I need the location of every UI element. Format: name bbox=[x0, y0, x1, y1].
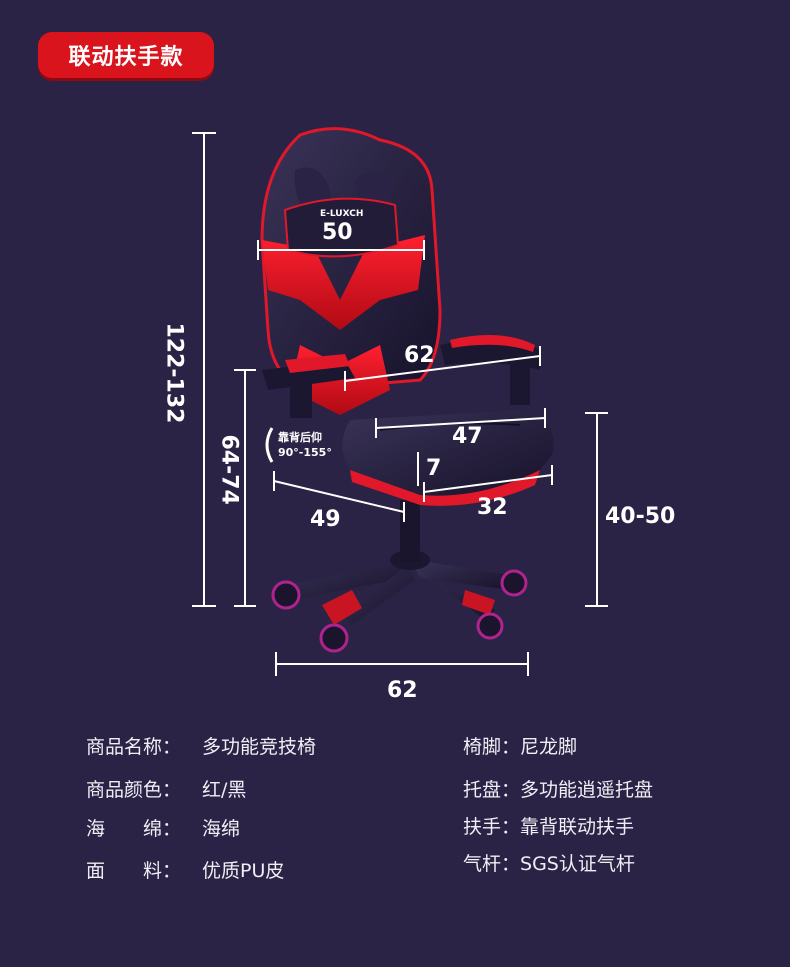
spec-gas-lift: 气杆：SGS认证气杆 bbox=[463, 849, 635, 876]
spec-label: 扶手： bbox=[463, 816, 521, 838]
armrest-height-label: 64-74 bbox=[216, 434, 242, 505]
spec-label: 商品名称： bbox=[86, 736, 182, 758]
chair-logo-text: E-LUXCH bbox=[320, 209, 363, 219]
spec-label: 椅脚： bbox=[463, 736, 521, 758]
style-badge: 联动扶手款 bbox=[38, 32, 214, 78]
spec-value: 红/黑 bbox=[202, 779, 247, 801]
seat-depth-left-label: 49 bbox=[310, 507, 341, 532]
spec-label: 商品颜色： bbox=[86, 779, 182, 801]
seat-width-label: 47 bbox=[452, 424, 483, 449]
spec-product-name: 商品名称： 多功能竞技椅 bbox=[86, 732, 316, 759]
spec-value: 多功能竞技椅 bbox=[202, 736, 317, 758]
spec-label: 海 绵： bbox=[86, 818, 182, 840]
spec-value: 海绵 bbox=[202, 818, 241, 840]
spec-sponge: 海 绵： 海绵 bbox=[86, 814, 240, 841]
spec-value: 靠背联动扶手 bbox=[520, 816, 635, 838]
spec-armrest: 扶手：靠背联动扶手 bbox=[463, 812, 634, 839]
total-height-label: 122-132 bbox=[161, 322, 187, 424]
spec-material: 面 料： 优质PU皮 bbox=[86, 856, 284, 883]
spec-label: 托盘： bbox=[463, 779, 521, 801]
spec-label: 面 料： bbox=[86, 860, 182, 882]
recline-note-range: 90°-155° bbox=[278, 446, 332, 459]
spec-value: 尼龙脚 bbox=[520, 736, 578, 758]
backrest-width-label: 50 bbox=[322, 220, 353, 245]
chair-armrests bbox=[262, 335, 540, 418]
chair-casters bbox=[271, 569, 528, 653]
recline-note: 靠背后仰 90°-155° bbox=[278, 430, 332, 460]
spec-chair-legs: 椅脚：尼龙脚 bbox=[463, 732, 577, 759]
spec-value: 优质PU皮 bbox=[202, 860, 285, 882]
spec-value: SGS认证气杆 bbox=[520, 853, 635, 875]
seat-thickness-label: 7 bbox=[426, 456, 442, 481]
seat-depth-right-label: 32 bbox=[477, 495, 508, 520]
spec-product-color: 商品颜色： 红/黑 bbox=[86, 775, 246, 802]
spec-label: 气杆： bbox=[463, 853, 521, 875]
style-badge-label: 联动扶手款 bbox=[68, 45, 184, 70]
base-width-label: 62 bbox=[387, 678, 418, 703]
recline-note-title: 靠背后仰 bbox=[278, 431, 322, 444]
seat-height-label: 40-50 bbox=[605, 504, 676, 529]
spec-value: 多功能逍遥托盘 bbox=[520, 779, 654, 801]
dimension-lines bbox=[192, 132, 608, 676]
spec-tray: 托盘：多功能逍遥托盘 bbox=[463, 775, 653, 802]
armrest-span-label: 62 bbox=[404, 343, 435, 368]
